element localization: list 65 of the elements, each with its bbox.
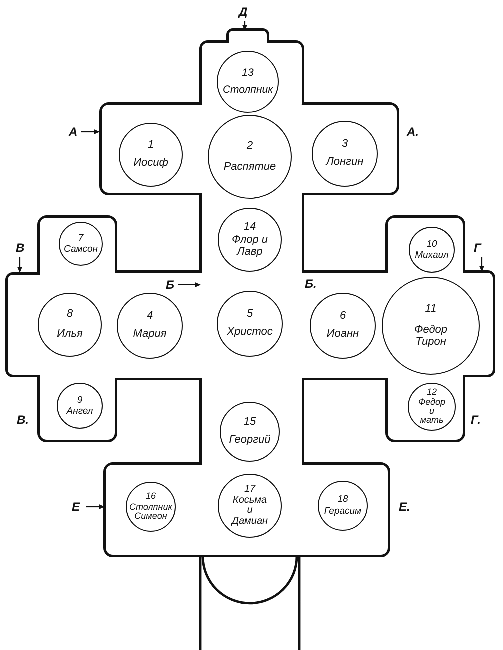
callout-number: 14 <box>244 222 256 234</box>
name-label: Илья <box>57 329 83 341</box>
name-label: Михаил <box>415 250 449 260</box>
name-label: Мария <box>133 329 167 341</box>
medallion-circle <box>408 383 456 431</box>
callout-number: 17 <box>244 485 256 496</box>
section-letter: Е <box>72 501 80 513</box>
name-label: Косьма и Дамиан <box>232 496 268 527</box>
callout-number: 9 <box>77 396 83 406</box>
name-label: Герасим <box>324 507 362 517</box>
medallion-circle <box>218 474 282 538</box>
name-label: Федор и мать <box>418 398 446 426</box>
callout-number: 18 <box>338 495 348 505</box>
section-letter: Д <box>239 6 248 18</box>
medallion-circle <box>119 123 183 187</box>
section-letter: Б. <box>305 278 317 290</box>
name-label: Столпник <box>222 84 274 96</box>
section-letter: Б <box>166 279 174 291</box>
section-letter: Е. <box>399 501 410 513</box>
name-label: Иоанн <box>326 329 360 341</box>
callout-number: 6 <box>340 311 346 323</box>
callout-number: 2 <box>246 140 254 152</box>
section-letter: А <box>69 126 78 138</box>
medallion-circle <box>217 291 283 357</box>
callout-number: 8 <box>66 309 74 321</box>
section-letter: А. <box>407 126 419 138</box>
callout-number: 3 <box>342 139 348 151</box>
name-label: Лонгин <box>326 157 364 169</box>
callout-number: 15 <box>244 417 256 429</box>
name-label: Самсон <box>64 244 98 254</box>
medallion-circle <box>220 402 280 462</box>
name-label: Флор и Лавр <box>230 235 270 258</box>
medallion-circle <box>382 277 480 375</box>
name-label: Георгий <box>229 435 271 447</box>
section-letter: Г <box>474 242 482 254</box>
medallion-circle <box>59 222 103 266</box>
callout-number: 5 <box>246 309 254 321</box>
name-label: Федор Тирон <box>413 325 449 348</box>
callout-number: 12 <box>426 388 437 398</box>
callout-number: 16 <box>146 492 156 502</box>
callout-number: 7 <box>78 234 84 244</box>
medallion-circle <box>217 51 279 113</box>
medallion-circle <box>117 293 183 359</box>
medallion-circle <box>312 121 378 187</box>
name-label: Ангел <box>66 406 94 416</box>
medallion-circle <box>310 293 376 359</box>
callout-number: 10 <box>426 240 438 250</box>
callout-number: 11 <box>425 304 437 316</box>
medallion-circle <box>409 227 455 273</box>
name-label: Иосиф <box>134 158 168 170</box>
medallion-circle <box>57 383 103 429</box>
medallion-circle <box>218 208 282 272</box>
section-letter: В <box>16 242 25 254</box>
callout-number: 13 <box>242 68 254 80</box>
name-label: Христос <box>227 327 273 339</box>
medallion-circle <box>38 293 102 357</box>
medallion-circle <box>318 481 368 531</box>
name-label: Столпник Симеон <box>130 502 172 522</box>
name-label: Распятие <box>224 162 276 174</box>
callout-number: 4 <box>146 311 154 323</box>
medallion-circle <box>208 115 292 199</box>
section-letter: Г. <box>471 414 481 426</box>
medallion-circle <box>126 482 176 532</box>
callout-number: 1 <box>148 140 154 152</box>
section-letter: В. <box>17 414 29 426</box>
